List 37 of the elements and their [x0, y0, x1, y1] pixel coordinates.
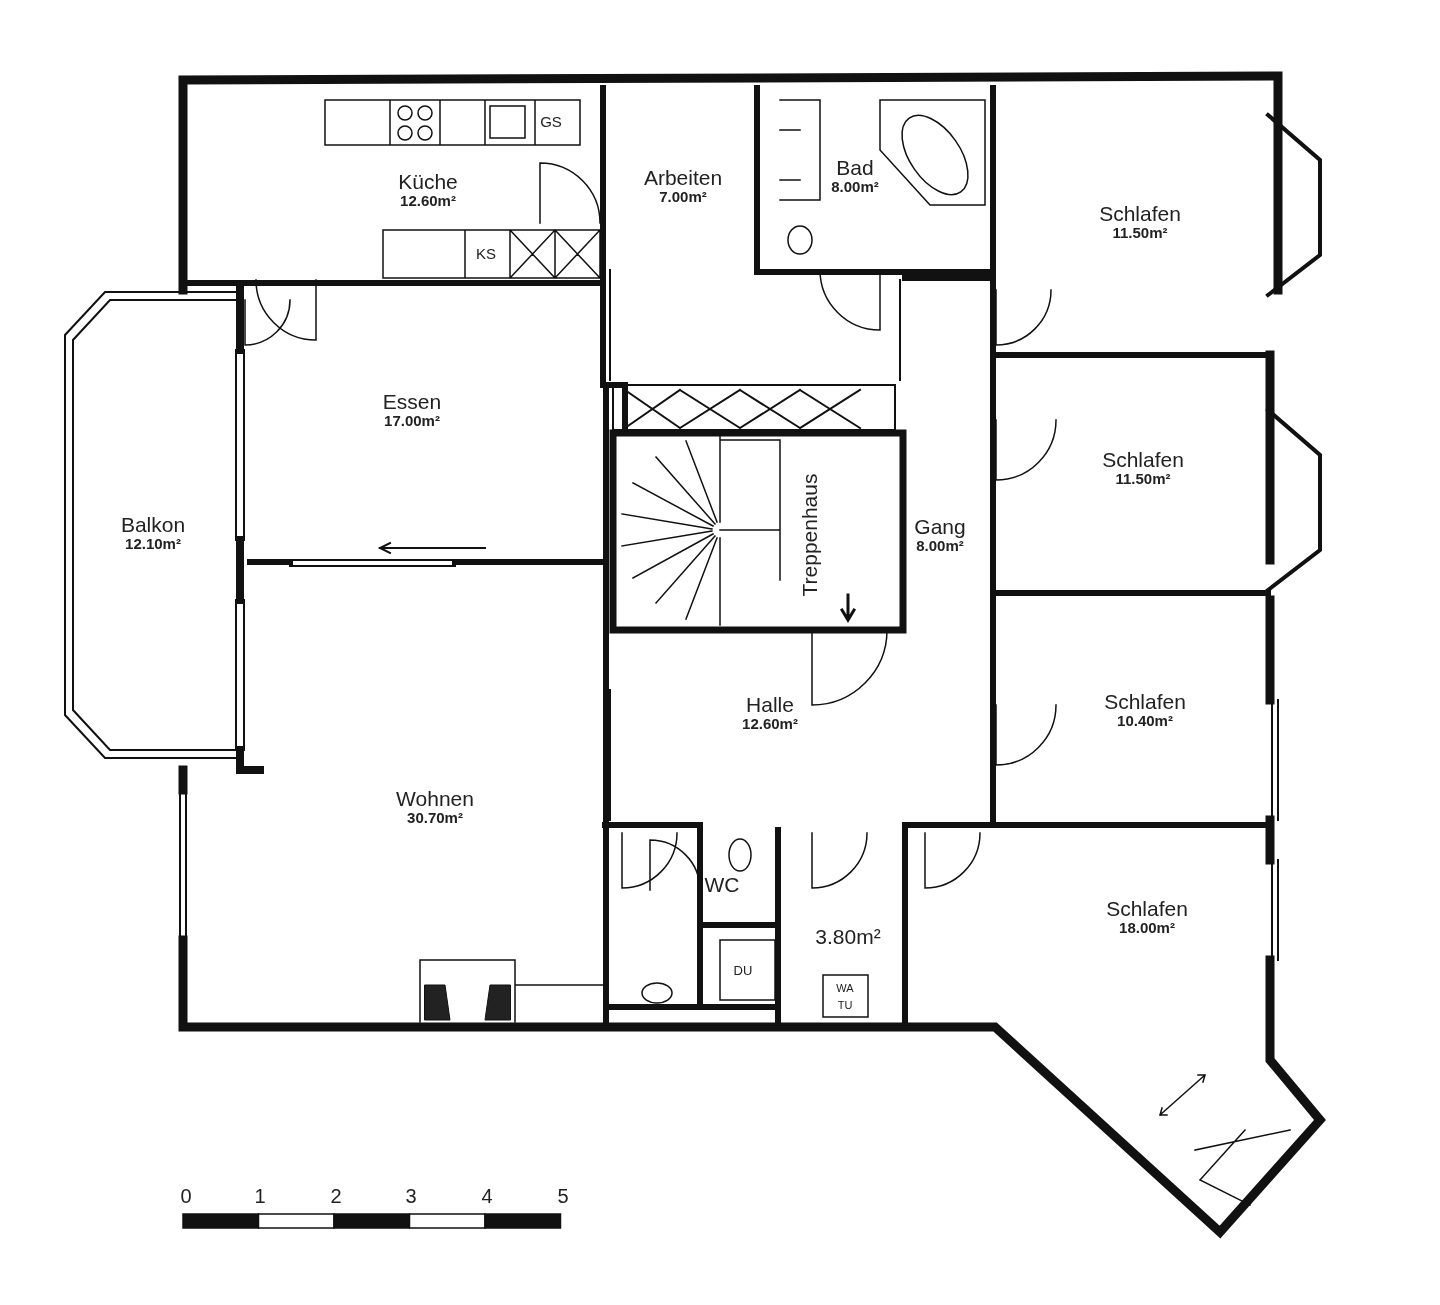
room-name: Schlafen	[1099, 203, 1181, 226]
room-area-text: 8.00m²	[916, 538, 964, 554]
room-name: Arbeiten	[643, 167, 723, 190]
room-name: WC	[704, 874, 740, 896]
room-area-text: 17.00m²	[383, 413, 441, 429]
room-area-text: 7.00m²	[658, 189, 708, 205]
room-name: Schlafen	[1106, 898, 1188, 921]
room-area-text: 10.40m²	[1116, 713, 1174, 729]
fixture-label: KS	[476, 244, 496, 262]
room-name: Schlafen	[1104, 691, 1186, 714]
room-name: Bad	[835, 157, 875, 180]
room-area-text: 12.10m²	[124, 536, 182, 552]
scale-number: 3	[405, 1184, 417, 1208]
scale-number: 0	[180, 1184, 192, 1208]
room-name: Gang	[914, 516, 966, 539]
room-name: Wohnen	[396, 788, 474, 811]
room-name: Balkon	[120, 514, 186, 537]
room-name: Essen	[382, 391, 442, 414]
scale-number: 2	[330, 1184, 342, 1208]
room-area-text: 11.50m²	[1111, 225, 1169, 241]
room-area-text: 8.00m²	[831, 179, 879, 195]
room-name: Treppenhaus	[799, 473, 821, 597]
room-area-text: 12.60m²	[742, 716, 798, 732]
fixture-label: DU	[733, 962, 753, 978]
room-name: Halle	[745, 694, 795, 717]
scale-number: 5	[557, 1184, 569, 1208]
fixture-label: GS	[540, 112, 562, 130]
fixture-label: WA TU	[835, 980, 855, 1012]
room-area-text: 12.60m²	[399, 193, 457, 209]
room-name: 3.80m²	[815, 926, 881, 948]
room-name: Schlafen	[1102, 449, 1184, 472]
room-area-text: 30.70m²	[406, 810, 464, 826]
scale-number: 1	[254, 1184, 266, 1208]
room-name: Küche	[398, 171, 458, 194]
room-area-text: 11.50m²	[1114, 471, 1172, 487]
scale-number: 4	[481, 1184, 493, 1208]
room-area-text: 18.00m²	[1118, 920, 1176, 936]
